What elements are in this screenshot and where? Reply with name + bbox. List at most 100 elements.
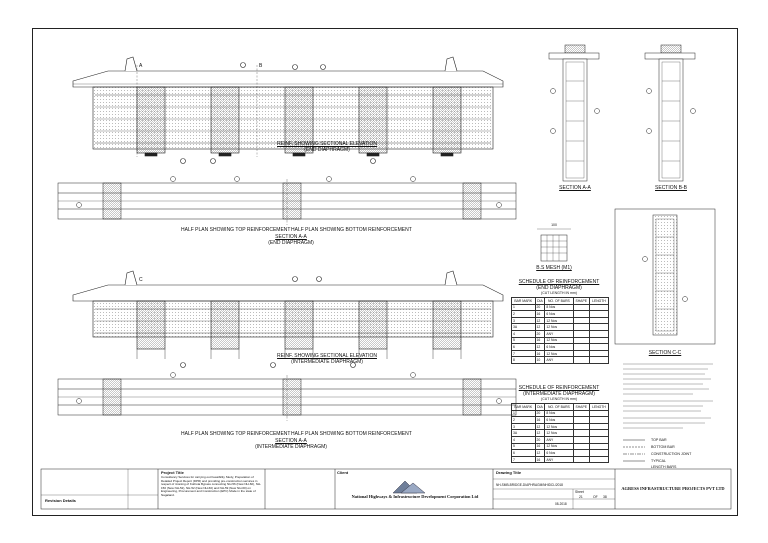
elevation-intermediate-diaphragm — [72, 270, 504, 368]
elevation-end-diaphragm — [72, 56, 504, 164]
schedule-cell: ANY — [544, 329, 574, 338]
schedule-header-cell: DIA — [534, 403, 546, 411]
elevation1-subtitle: (END DIAPHRAGM) — [304, 147, 350, 153]
schedule-cell: 12 Nos — [544, 349, 574, 358]
schedule-cell — [572, 329, 590, 338]
legend-lines — [623, 439, 645, 462]
notes-lines — [623, 363, 713, 429]
schedule-cell — [572, 343, 590, 351]
elevation2-subtitle: (INTERMEDIATE DIAPHRAGM) — [291, 359, 363, 365]
schedule2-title: SCHEDULE OF REINFORCEMENT — [518, 385, 600, 391]
schedule-cell: 1 — [511, 303, 536, 312]
schedule-cell — [588, 343, 610, 351]
schedule-cell: 8 Nos — [544, 409, 574, 418]
section-aa-detail — [548, 44, 600, 182]
schedule-cell — [572, 422, 590, 431]
schedule-cell: 3A — [511, 323, 536, 331]
title-block-frame — [40, 468, 732, 510]
schedule-cell: 1 — [511, 409, 536, 418]
schedule-cell: 20 — [534, 409, 546, 418]
schedule-cell: 4 — [511, 329, 536, 338]
schedule-cell — [588, 336, 610, 345]
schedule-cell: ANY — [544, 435, 574, 444]
schedule-cell: 7 — [511, 455, 536, 464]
schedule2-note: (CUT LENGTH IN mm) — [541, 397, 577, 401]
schedule-cell — [572, 316, 590, 325]
schedule-cell: 16 — [534, 310, 546, 318]
schedule-cell: 3 — [511, 316, 536, 325]
schedule-cell: 6 Nos — [544, 416, 574, 424]
schedule-header-cell: NO. OF BARS — [544, 297, 574, 305]
schedule-cell — [572, 356, 590, 364]
schedule-cell: 12 — [534, 343, 546, 351]
legend-item: BOTTOM BAR — [651, 445, 675, 449]
bs-mesh-title: B.S MESH (M1) — [536, 265, 572, 271]
schedule-cell — [588, 422, 610, 431]
schedule-cell: 16 — [534, 416, 546, 424]
schedule-cell: 6 — [511, 343, 536, 351]
schedule-cell — [572, 442, 590, 451]
consultant-name: AGRESS INFRASTRUCTURE PROJECTS PVT LTD — [621, 487, 725, 491]
schedule-cell: ANY — [544, 356, 574, 364]
project-title-text: Consultancy Services for carrying out Fe… — [161, 476, 262, 497]
schedule-cell — [588, 449, 610, 457]
schedule-cell: 3 — [511, 422, 536, 431]
schedule-cell: 12 Nos — [544, 442, 574, 451]
schedule-header-cell: NO. OF BARS — [544, 403, 574, 411]
bs-mesh-detail — [537, 228, 571, 262]
schedule-header-cell: BAR MARK — [511, 297, 536, 305]
schedule-cell: 12 Nos — [544, 316, 574, 325]
section-mark-c: C — [139, 277, 143, 283]
schedule-cell: 12 — [534, 449, 546, 457]
plan1-section-subtitle: (END DIAPHRAGM) — [268, 240, 314, 246]
schedule-cell: 20 — [534, 329, 546, 338]
schedule-cell: 16 — [534, 455, 546, 464]
schedule1-subtitle: (END DIAPHRAGM) — [536, 285, 582, 291]
schedule-cell: 3A — [511, 429, 536, 437]
schedule1-title: SCHEDULE OF REINFORCEMENT — [518, 279, 600, 285]
schedule-cell — [572, 310, 590, 318]
drawing-sheet: REINF. SHOWING SECTIONAL ELEVATION (END … — [32, 28, 738, 516]
schedule-cell: 20 — [534, 435, 546, 444]
schedule-header-cell: SHAPE — [572, 297, 590, 305]
schedule-cell — [588, 303, 610, 312]
legend-item: LENGTH BARS — [651, 465, 677, 469]
schedule-cell: 12 — [534, 323, 546, 331]
section-bb-detail — [644, 44, 696, 182]
schedule-cell: 12 Nos — [544, 422, 574, 431]
schedule1-note: (CUT LENGTH IN mm) — [541, 291, 577, 295]
section-mark-a: A — [139, 63, 143, 69]
schedule-cell — [572, 323, 590, 331]
plan1-section-title: SECTION A-A — [275, 234, 307, 240]
drawing-linework — [40, 44, 732, 510]
schedule-cell — [588, 329, 610, 338]
schedule-cell: 16 — [534, 349, 546, 358]
schedule-cell — [572, 449, 590, 457]
schedule-cell: 4 — [511, 435, 536, 444]
schedule-header-cell: LENGTH — [588, 297, 610, 305]
schedule-cell: 16 — [534, 442, 546, 451]
plan2-section-subtitle: (INTERMEDIATE DIAPHRAGM) — [255, 444, 327, 450]
section-aa-right-title: SECTION A-A — [559, 185, 591, 191]
schedule-cell — [572, 435, 590, 444]
schedule-cell — [572, 429, 590, 437]
drawing-title-label: Drawing Title — [496, 471, 522, 475]
plan2-right-title: HALF PLAN SHOWING BOTTOM REINFORCEMENT — [291, 431, 412, 437]
schedule-cell: 20 — [534, 303, 546, 312]
schedule-cell: ANY — [544, 455, 574, 464]
